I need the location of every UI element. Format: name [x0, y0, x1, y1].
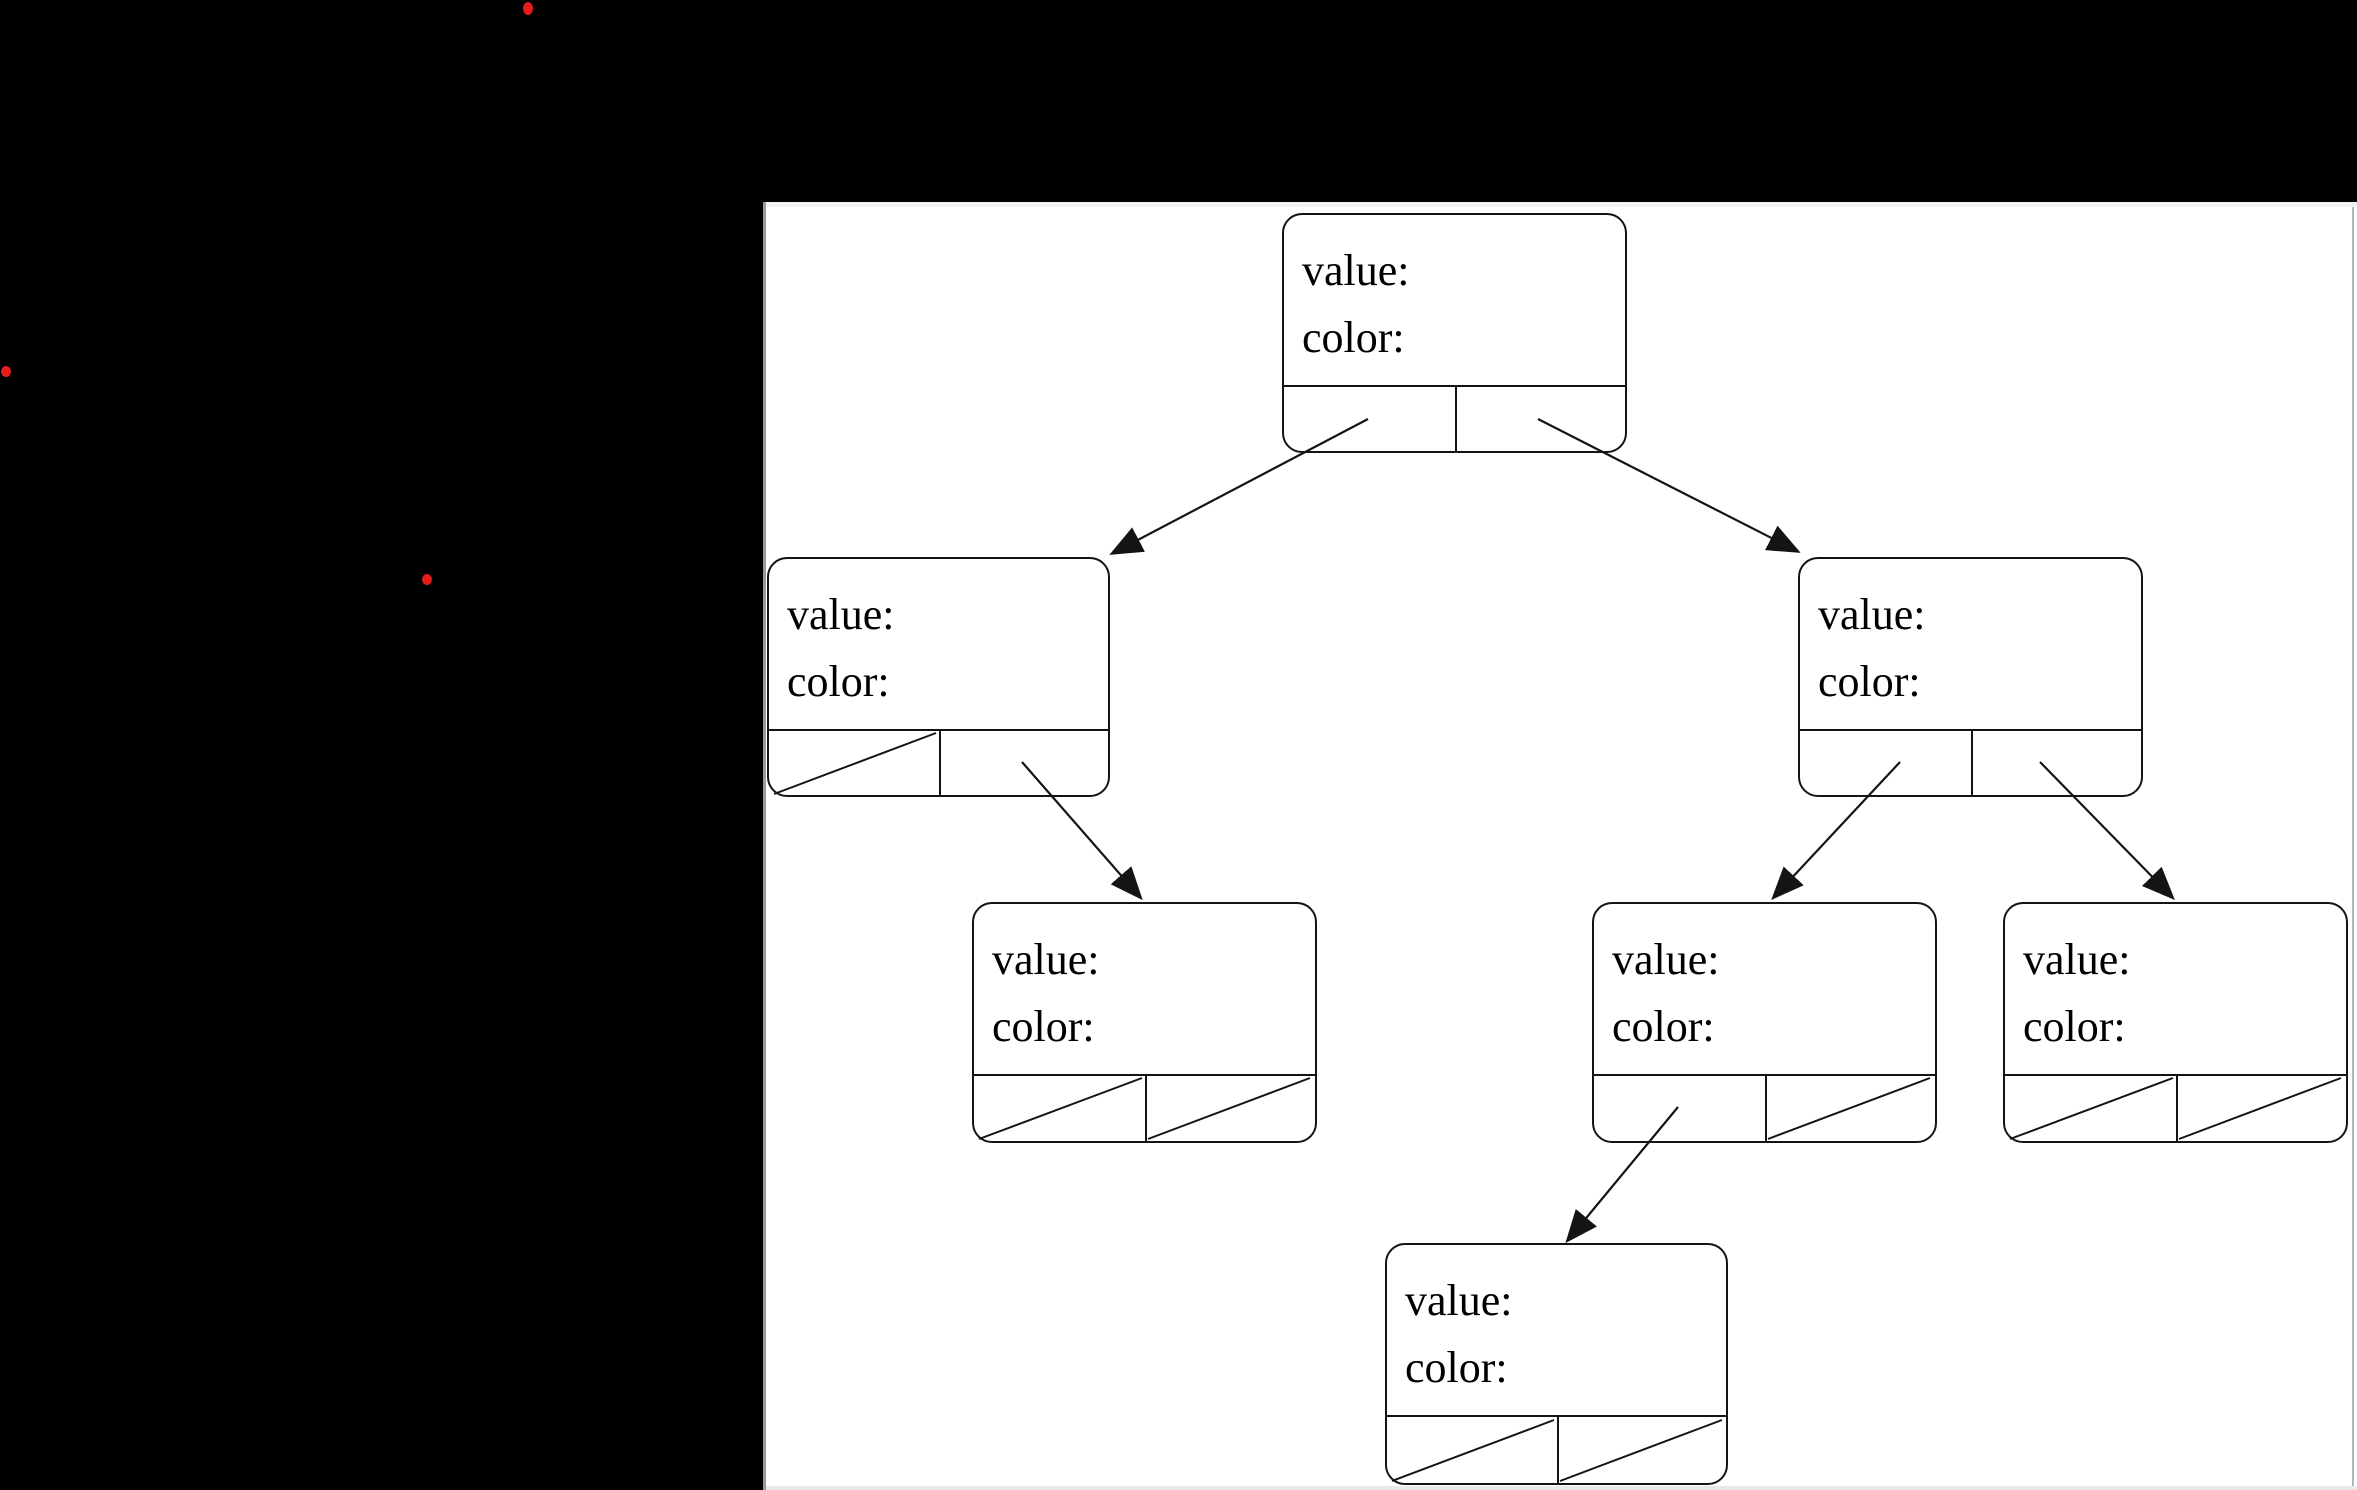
- tree-node-root[interactable]: value: color:: [1282, 213, 1627, 453]
- tree-node-left-right[interactable]: value: color:: [972, 902, 1317, 1143]
- pointer-row-divider: [974, 1074, 1315, 1076]
- page-right-border: [2352, 207, 2354, 1486]
- pointer-cell-divider: [2175, 1076, 2178, 1141]
- pointer-cell-divider: [1144, 1076, 1147, 1141]
- pointer-row-divider: [1594, 1074, 1935, 1076]
- tree-node-bottom[interactable]: value: color:: [1385, 1243, 1728, 1485]
- color-field-label: color:: [1302, 313, 1405, 362]
- color-field-label: color:: [2023, 1002, 2126, 1051]
- pointer-row-divider: [1800, 729, 2141, 731]
- value-field-label: value:: [1818, 590, 1926, 639]
- tree-node-right-left[interactable]: value: color:: [1592, 902, 1937, 1143]
- pointer-row-divider: [769, 729, 1108, 731]
- tree-node-left[interactable]: value: color:: [767, 557, 1110, 797]
- color-field-label: color:: [787, 657, 890, 706]
- pointer-cell-divider: [938, 731, 941, 795]
- color-field-label: color:: [1818, 657, 1921, 706]
- pointer-cell-divider: [1764, 1076, 1767, 1141]
- pointer-cell-divider: [1556, 1417, 1559, 1483]
- pointer-cell-divider: [1454, 387, 1457, 451]
- page-top-edge: [766, 202, 2357, 207]
- page-bottom-edge: [766, 1486, 2357, 1490]
- cursor-dot-3: [422, 574, 432, 585]
- pointer-row-divider: [2005, 1074, 2346, 1076]
- value-field-label: value:: [2023, 935, 2131, 984]
- color-field-label: color:: [992, 1002, 1095, 1051]
- value-field-label: value:: [1405, 1276, 1513, 1325]
- color-field-label: color:: [1405, 1343, 1508, 1392]
- tree-node-right[interactable]: value: color:: [1798, 557, 2143, 797]
- value-field-label: value:: [1302, 246, 1410, 295]
- pointer-cell-divider: [1970, 731, 1973, 795]
- tree-node-right-right[interactable]: value: color:: [2003, 902, 2348, 1143]
- value-field-label: value:: [1612, 935, 1720, 984]
- cursor-dot-1: [523, 2, 533, 15]
- color-field-label: color:: [1612, 1002, 1715, 1051]
- value-field-label: value:: [787, 590, 895, 639]
- pointer-row-divider: [1387, 1415, 1726, 1417]
- value-field-label: value:: [992, 935, 1100, 984]
- pointer-row-divider: [1284, 385, 1625, 387]
- cursor-dot-2: [1, 366, 11, 377]
